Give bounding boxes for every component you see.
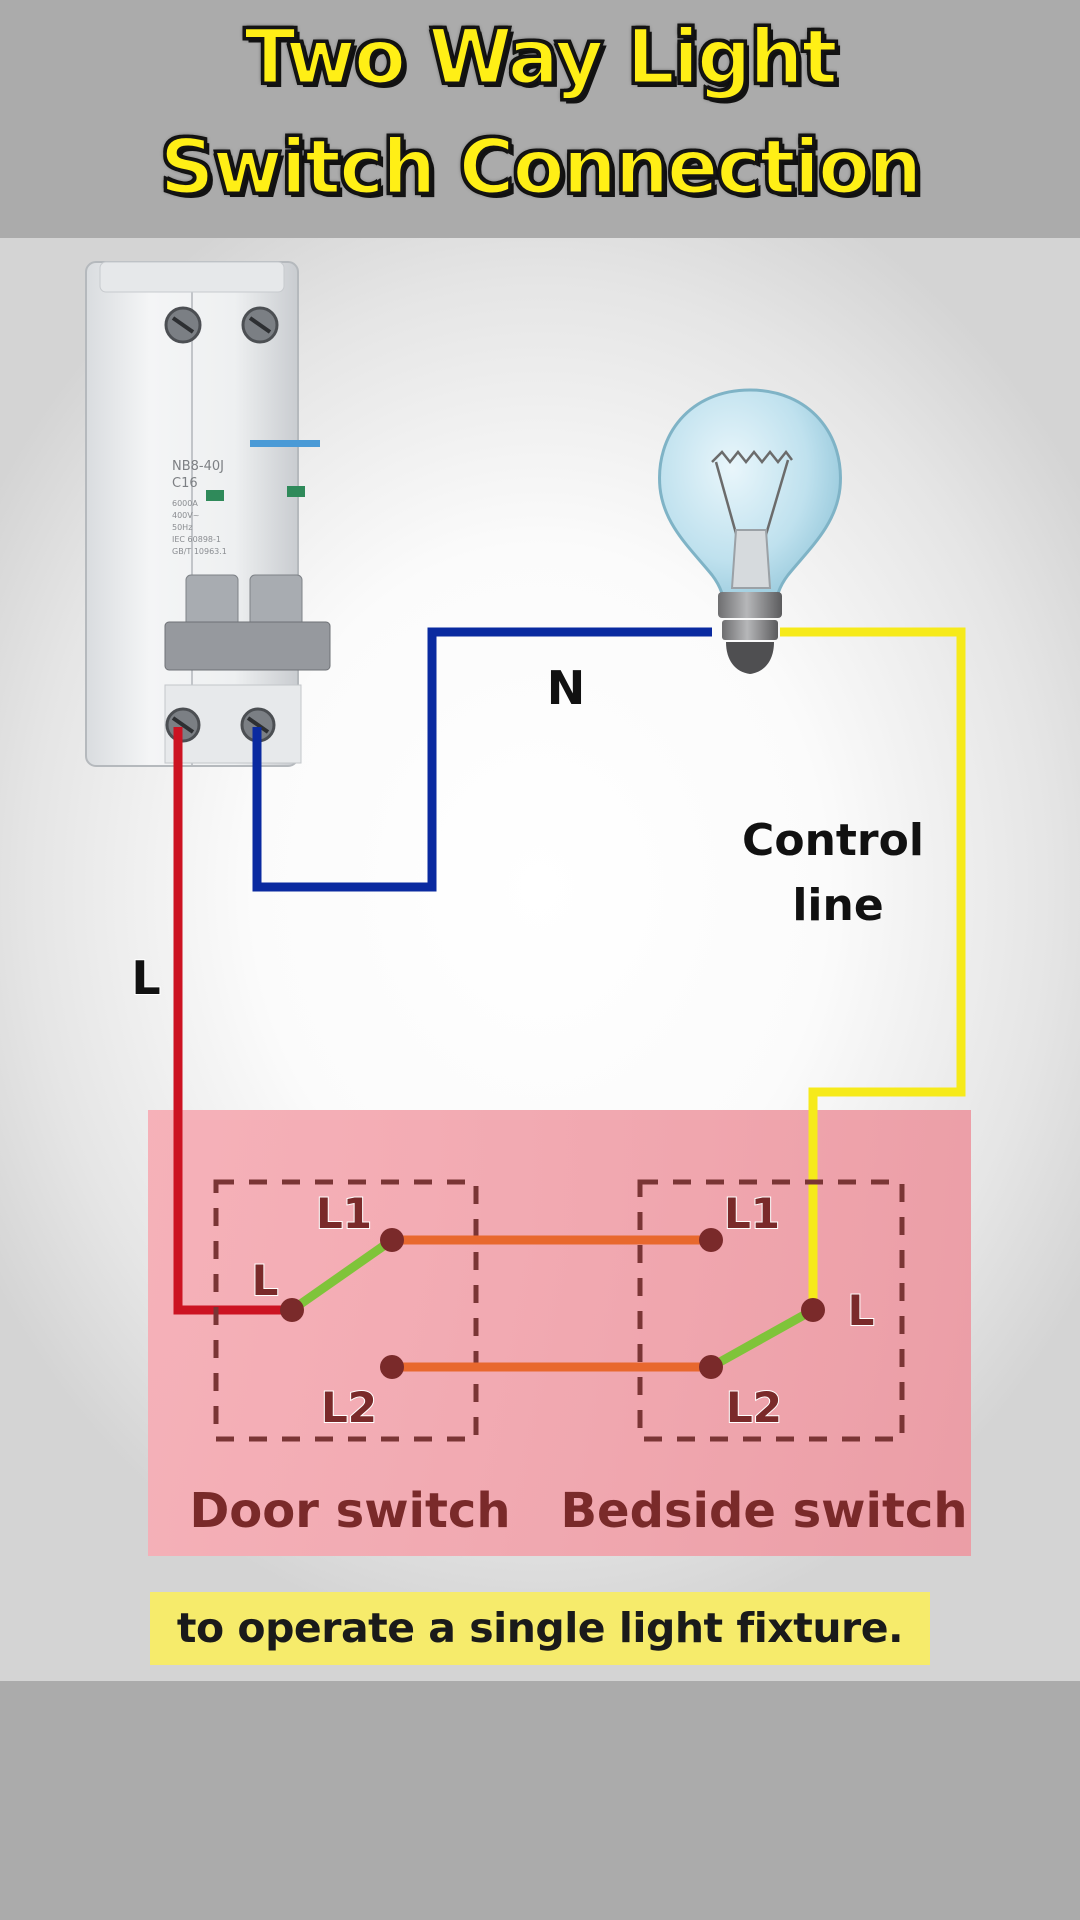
caption-text: to operate a single light fixture. [176,1604,904,1652]
live-label: L [131,951,160,1005]
breaker-indicator [287,486,305,497]
bedside-l1-label: L1 [724,1189,780,1238]
caption-banner: to operate a single light fixture. [150,1592,930,1665]
light-bulb-icon [658,388,842,674]
breaker-spec-line: GB/T 10963.1 [172,547,227,556]
neutral-wire [252,627,712,892]
bulb-base [718,592,782,618]
breaker-spec-line: IEC 60898-1 [172,535,221,544]
breaker-rating: C16 [172,476,198,491]
breaker-indicator [206,490,224,501]
breaker-spec-line: 6000A [172,499,198,508]
breaker-spec-line: 400V~ [172,511,199,520]
door-terminal-l [280,1298,304,1322]
bedside-switch-name: Bedside switch [560,1483,967,1539]
bedside-terminal-l [801,1298,825,1322]
bedside-l-label: L [848,1286,875,1335]
bedside-switch-lever [706,1305,818,1372]
bedside-l2-label: L2 [726,1383,782,1432]
breaker-top-cap [99,261,285,293]
neutral-label: N [547,661,586,715]
bulb-filament [711,449,793,465]
door-switch-lever [287,1235,397,1315]
door-l2-label: L2 [321,1383,377,1432]
circuit-breaker: NB8-40J C16 6000A 400V~ 50Hz IEC 60898-1… [85,261,331,767]
door-terminal-l1 [380,1228,404,1252]
door-l-label: L [252,1256,279,1305]
door-switch-box [213,1179,479,1442]
control-line-wire [780,627,966,1305]
bottom-bar [0,1681,1080,1920]
breaker-model: NB8-40J [172,459,224,474]
door-terminal-l2 [380,1355,404,1379]
bulb-stem [730,529,772,589]
title-line-1: Two Way Light [243,11,840,103]
title-line-2: Switch Connection [158,121,923,213]
title-bar: Two Way Light Switch Connection [0,0,1080,238]
bedside-terminal-l1 [699,1228,723,1252]
live-wire [173,727,292,1315]
bedside-terminal-l2 [699,1355,723,1379]
control-label-line2: line [792,880,883,931]
door-switch-name: Door switch [189,1483,510,1539]
door-l1-label: L1 [316,1189,372,1238]
control-label-line1: Control [742,815,924,866]
bulb-tip [726,642,774,674]
breaker-spec-line: 50Hz [172,523,192,532]
breaker-blue-strip [250,440,320,447]
breaker-handle-bar [164,621,331,671]
